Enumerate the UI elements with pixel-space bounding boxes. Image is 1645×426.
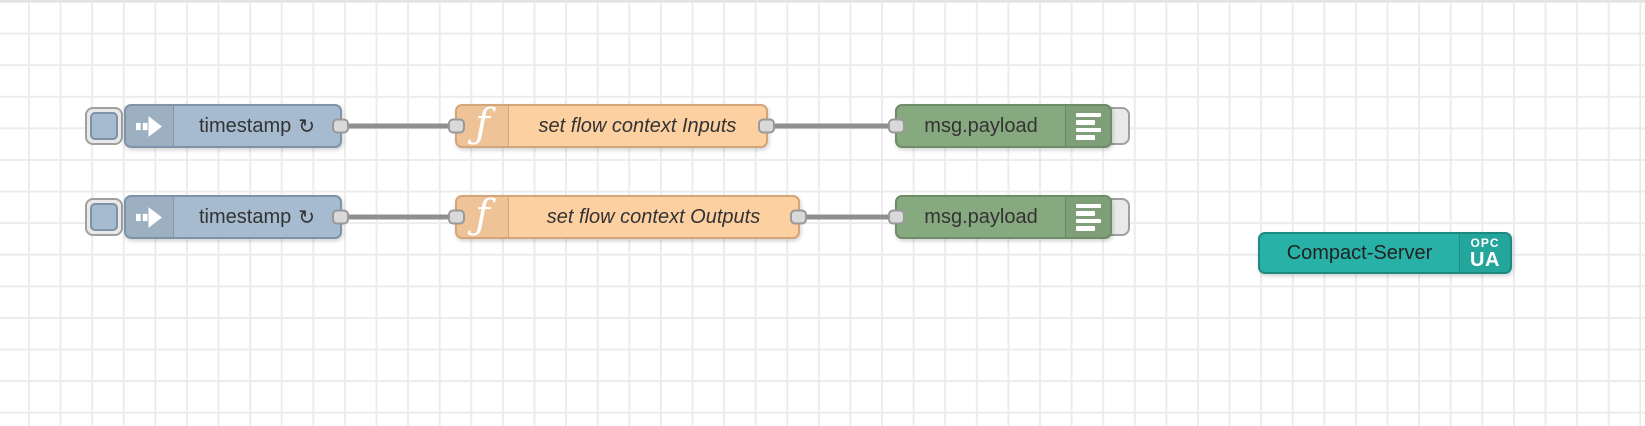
input-port[interactable] [888, 209, 905, 225]
inject-arrow-icon [136, 115, 162, 137]
inject-node[interactable]: timestamp ↻ [124, 195, 349, 239]
inject-icon-box [126, 106, 174, 146]
opcua-icon-box: OPC UA [1459, 234, 1510, 272]
function-icon: ƒ [475, 192, 490, 238]
repeat-icon: ↻ [298, 206, 315, 229]
inject-node[interactable]: timestamp ↻ [124, 104, 349, 148]
output-port[interactable] [758, 118, 775, 134]
node-label: Compact-Server [1286, 241, 1433, 264]
debug-icon-box [1065, 106, 1110, 146]
inject-trigger-button[interactable] [85, 198, 123, 236]
inject-trigger-button[interactable] [85, 107, 123, 145]
node-label: msg.payload [924, 114, 1038, 137]
node-label: msg.payload [924, 205, 1038, 228]
inject-button-fill [90, 203, 118, 231]
inject-arrow-icon [136, 206, 162, 228]
debug-icon-box [1065, 197, 1110, 237]
input-port[interactable] [448, 209, 465, 225]
node-label: timestamp ↻ [198, 205, 315, 229]
debug-node[interactable]: msg.payload [888, 195, 1112, 239]
repeat-icon: ↻ [298, 115, 315, 138]
function-icon-box: ƒ [457, 101, 509, 147]
function-icon: ƒ [475, 101, 490, 147]
function-node[interactable]: ƒ set flow context Outputs [448, 192, 807, 239]
node-label: set flow context Inputs [538, 114, 737, 137]
function-node[interactable]: ƒ set flow context Inputs [448, 101, 775, 148]
opcua-compact-server-node[interactable]: Compact-Server OPC UA [1258, 232, 1512, 274]
debug-list-icon [1075, 112, 1101, 140]
inject-button-fill [90, 112, 118, 140]
canvas-top-edge [0, 0, 1645, 2]
node-label: timestamp ↻ [198, 114, 315, 138]
input-port[interactable] [888, 118, 905, 134]
debug-node[interactable]: msg.payload [888, 104, 1112, 148]
function-icon-box: ƒ [457, 192, 509, 238]
debug-list-icon [1075, 203, 1101, 231]
input-port[interactable] [448, 118, 465, 134]
output-port[interactable] [332, 209, 349, 225]
opcua-logo-icon: OPC UA [1470, 235, 1500, 271]
output-port[interactable] [790, 209, 807, 225]
inject-icon-box [126, 197, 174, 237]
output-port[interactable] [332, 118, 349, 134]
node-label: set flow context Outputs [546, 205, 761, 228]
